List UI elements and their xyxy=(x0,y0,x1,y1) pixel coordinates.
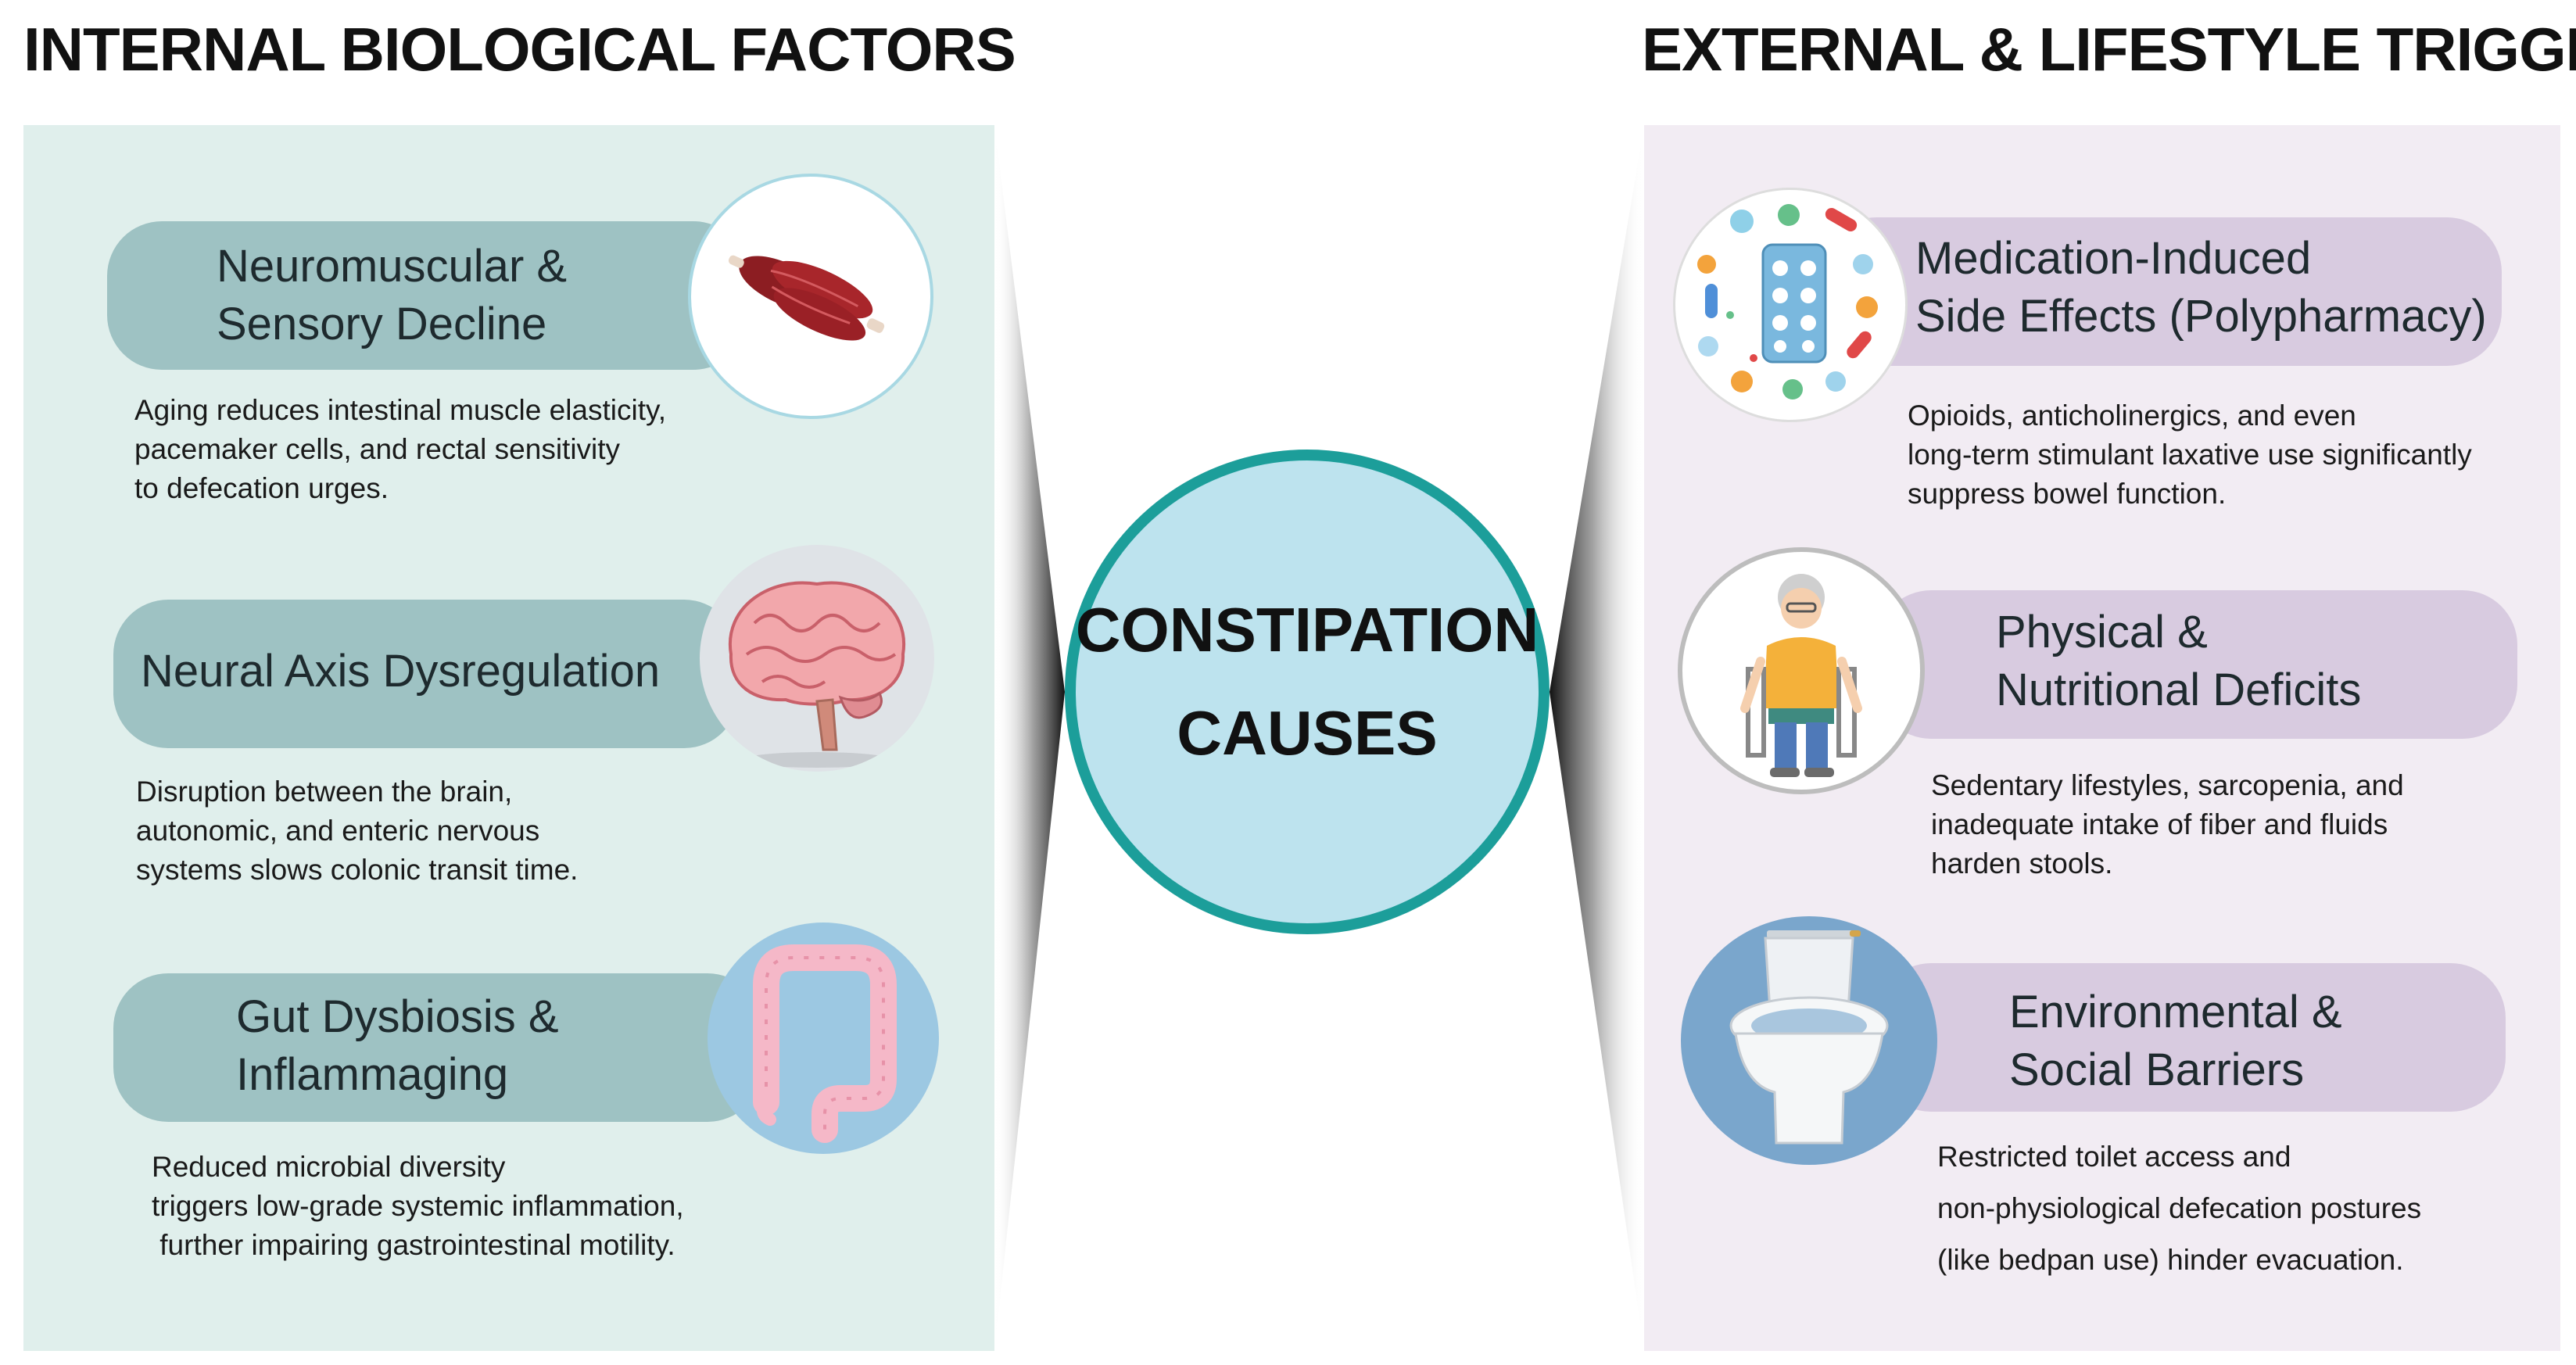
title-line: Neural Axis Dysregulation xyxy=(141,646,661,697)
internal-card-3-title: Gut Dysbiosis & Inflammaging xyxy=(236,988,559,1104)
external-card-2-pill xyxy=(1876,590,2517,739)
heading-external-triggers: EXTERNAL & LIFESTYLE TRIGGERS xyxy=(1642,15,2576,84)
description-line: long-term stimulant laxative use signifi… xyxy=(1908,439,2472,471)
colon-icon xyxy=(708,923,939,1154)
center-title: CONSTIPATION CAUSES xyxy=(1065,579,1550,785)
internal-card-2-description: Disruption between the brain, autonomic,… xyxy=(136,772,578,890)
external-card-2-description: Sedentary lifestyles, sarcopenia, and in… xyxy=(1931,766,2404,883)
title-line: Environmental & xyxy=(2009,987,2342,1037)
right-funnel-wedge xyxy=(1550,125,1644,1351)
description-line: Aging reduces intestinal muscle elastici… xyxy=(134,394,667,426)
description-line: autonomic, and enteric nervous xyxy=(136,815,540,847)
description-line: (like bedpan use) hinder evacuation. xyxy=(1937,1244,2404,1276)
title-line: Inflammaging xyxy=(236,1049,509,1100)
description-line: inadequate intake of fiber and fluids xyxy=(1931,808,2388,840)
pills-icon xyxy=(1673,188,1908,422)
internal-card-1-pill xyxy=(107,221,748,370)
title-line: Nutritional Deficits xyxy=(1996,665,2362,715)
internal-card-3-description: Reduced microbial diversity triggers low… xyxy=(152,1148,684,1265)
title-line: Medication-Induced xyxy=(1915,233,2312,284)
internal-card-2-title: Neural Axis Dysregulation xyxy=(141,643,660,700)
description-line: harden stools. xyxy=(1931,847,2113,880)
internal-card-1-title: Neuromuscular & Sensory Decline xyxy=(217,238,567,353)
title-line: Physical & xyxy=(1996,607,2208,657)
title-line: Sensory Decline xyxy=(217,299,547,349)
description-line: pacemaker cells, and rectal sensitivity xyxy=(134,433,621,465)
title-line: Side Effects (Polypharmacy) xyxy=(1915,291,2487,342)
internal-card-3-pill xyxy=(113,973,762,1122)
description-line: non-physiological defecation postures xyxy=(1937,1192,2422,1224)
description-line: Opioids, anticholinergics, and even xyxy=(1908,399,2356,432)
description-line: further impairing gastrointestinal motil… xyxy=(152,1229,675,1261)
external-card-3-description: Restricted toilet access and non-physiol… xyxy=(1937,1131,2421,1286)
external-card-1-pill xyxy=(1822,217,2502,366)
description-line: systems slows colonic transit time. xyxy=(136,854,579,886)
internal-card-1-description: Aging reduces intestinal muscle elastici… xyxy=(134,391,666,508)
description-line: Reduced microbial diversity xyxy=(152,1151,506,1183)
description-line: suppress bowel function. xyxy=(1908,478,2227,510)
title-line: Gut Dysbiosis & xyxy=(236,991,559,1042)
external-card-3-title: Environmental & Social Barriers xyxy=(2009,983,2342,1099)
muscle-icon xyxy=(688,174,933,419)
brain-icon xyxy=(700,545,934,772)
description-line: Restricted toilet access and xyxy=(1937,1141,2291,1173)
title-line: Social Barriers xyxy=(2009,1044,2305,1095)
external-card-3-pill xyxy=(1876,963,2506,1112)
title-line: Neuromuscular & xyxy=(217,241,568,292)
description-line: triggers low-grade systemic inflammation… xyxy=(152,1190,684,1222)
external-card-1-title: Medication-Induced Side Effects (Polypha… xyxy=(1915,230,2487,346)
internal-card-2-pill xyxy=(113,600,739,748)
description-line: to defecation urges. xyxy=(134,472,389,504)
heading-internal-factors: INTERNAL BIOLOGICAL FACTORS xyxy=(23,15,1016,84)
elderly-wheelchair-icon xyxy=(1678,547,1925,794)
description-line: Sedentary lifestyles, sarcopenia, and xyxy=(1931,769,2404,801)
description-line: Disruption between the brain, xyxy=(136,776,513,808)
left-funnel-wedge xyxy=(994,125,1065,1351)
external-card-1-description: Opioids, anticholinergics, and even long… xyxy=(1908,396,2472,514)
external-card-2-title: Physical & Nutritional Deficits xyxy=(1996,604,2361,719)
toilet-icon xyxy=(1681,916,1937,1165)
center-title-line-1: CONSTIPATION xyxy=(1075,595,1539,665)
center-title-line-2: CAUSES xyxy=(1177,698,1438,768)
